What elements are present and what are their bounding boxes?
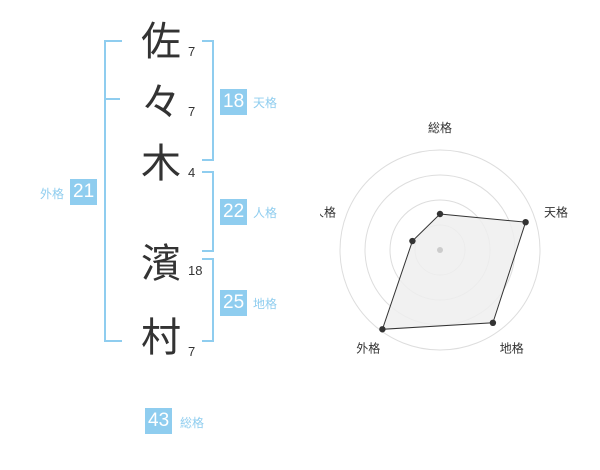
radar-axis-label-1: 総格 <box>428 120 452 135</box>
radar-point-1 <box>436 210 444 218</box>
radar-point-2 <box>522 218 529 226</box>
radar-axis-label-5: 人格 <box>320 204 336 219</box>
radar-grid-ring-4 <box>339 149 541 351</box>
radar-point-3 <box>489 319 497 327</box>
soukaku-value-badge: 43 <box>145 408 173 434</box>
tenkaku-value-badge: 18 <box>220 89 248 115</box>
radar-point-4 <box>379 326 386 333</box>
tenkaku-label: 天格 <box>253 96 278 110</box>
stroke-count-2: 7 <box>188 104 196 119</box>
jinkaku-value-badge: 22 <box>220 199 248 225</box>
gaikaku-value-badge: 21 <box>70 179 98 205</box>
jinkaku-label: 人格 <box>253 206 278 220</box>
radar-axis-label-2: 天格 <box>544 204 568 219</box>
jinkaku-bracket <box>202 171 214 252</box>
name-char-4: 濱 <box>141 241 181 287</box>
radar-axis-label-4: 外格 <box>356 341 380 356</box>
stroke-count-4: 18 <box>188 263 203 278</box>
radar-axis-label-3: 地格 <box>500 341 524 356</box>
stroke-count-3: 4 <box>188 165 196 180</box>
name-char-3: 木 <box>141 141 181 187</box>
name-char-2: 々 <box>141 80 181 126</box>
stroke-count-1: 7 <box>188 44 196 59</box>
chikaku-value-badge: 25 <box>220 290 248 316</box>
chikaku-label: 地格 <box>253 297 278 311</box>
chikaku-bracket <box>202 258 214 342</box>
soukaku-label: 総格 <box>180 416 205 430</box>
name-char-5: 村 <box>141 315 181 361</box>
gaikaku-label: 外格 <box>40 187 65 201</box>
radar-center-point <box>437 247 443 253</box>
radar-point-5 <box>409 237 416 245</box>
stroke-count-5: 7 <box>188 344 196 359</box>
tenkaku-bracket <box>202 40 214 161</box>
name-char-1: 佐 <box>141 19 181 65</box>
gaikaku-bracket <box>104 40 122 342</box>
gaikaku-bracket-tick <box>106 98 120 100</box>
radar-series-polygon <box>381 213 527 330</box>
